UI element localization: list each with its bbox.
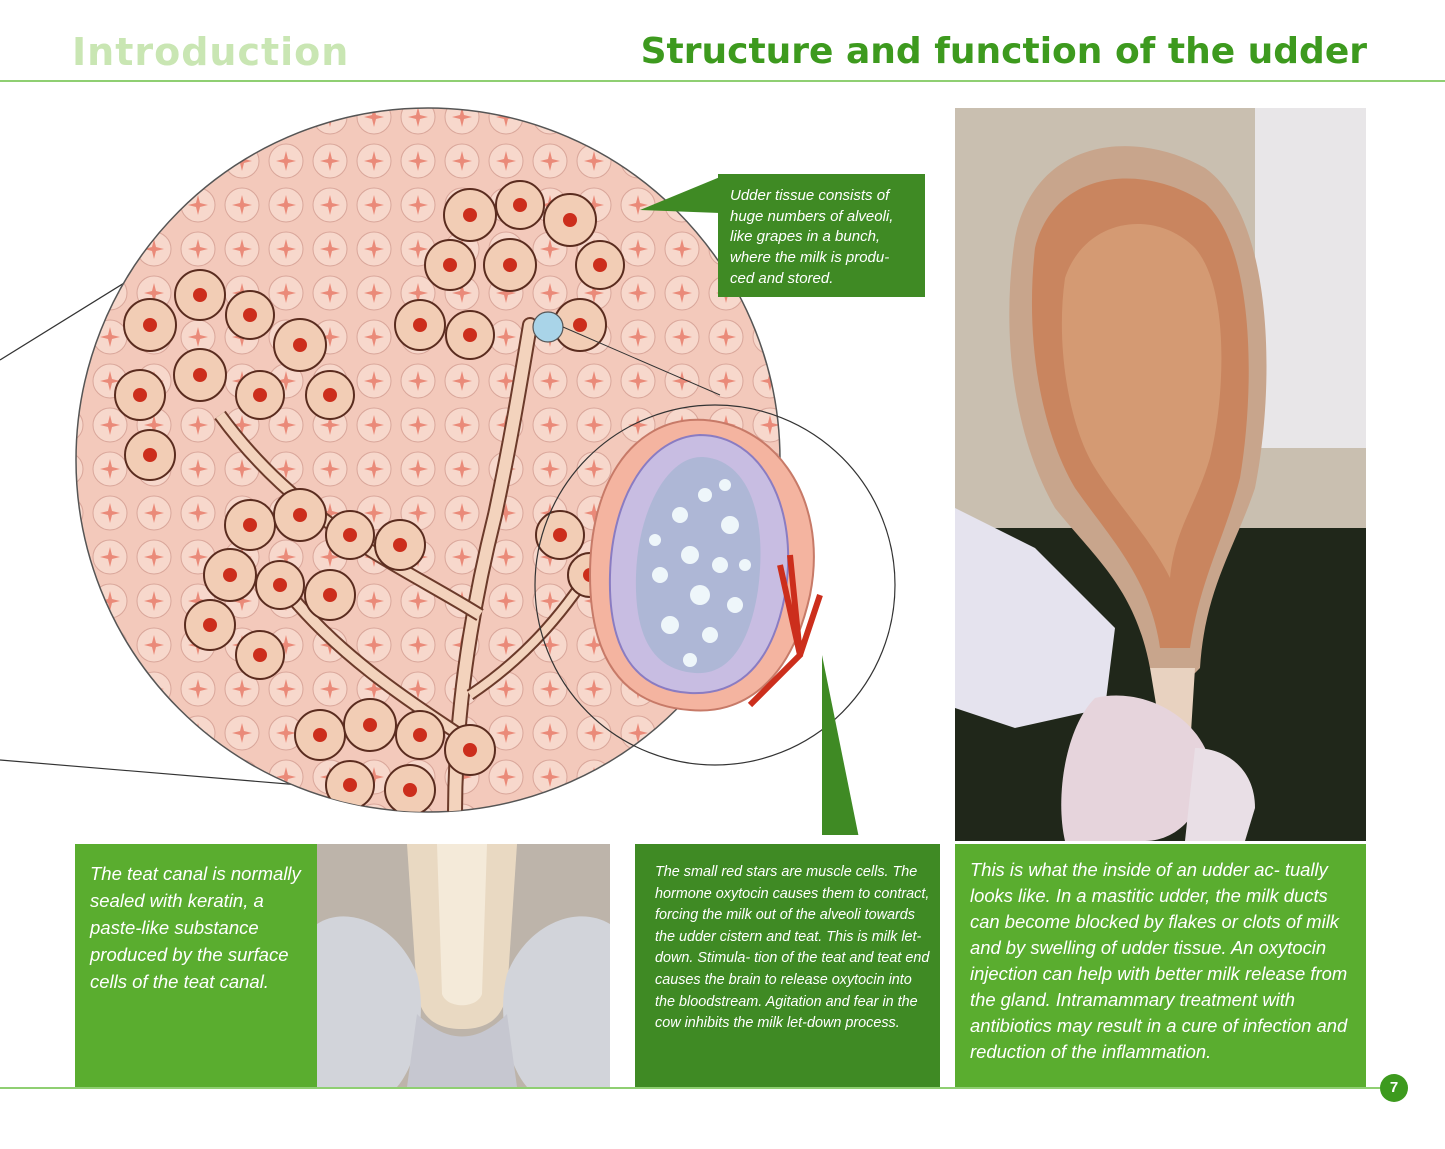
teat-canal-caption: The teat canal is normally sealed with k… [75, 844, 317, 1087]
page-title: Structure and function of the udder [640, 31, 1367, 72]
top-rule [0, 80, 1445, 82]
alveoli-callout: Udder tissue consists of huge numbers of… [718, 174, 925, 297]
muscle-cells-caption: The small red stars are muscle cells. Th… [635, 844, 940, 1087]
bottom-rule [0, 1087, 1380, 1089]
page-number: 7 [1380, 1074, 1408, 1102]
udder-cross-section-photo [955, 108, 1366, 841]
udder-inside-caption: This is what the inside of an udder ac- … [955, 844, 1366, 1087]
alveoli-illustration [0, 107, 896, 835]
teat-canal-photo [317, 844, 610, 1087]
section-header: Introduction [72, 30, 350, 74]
